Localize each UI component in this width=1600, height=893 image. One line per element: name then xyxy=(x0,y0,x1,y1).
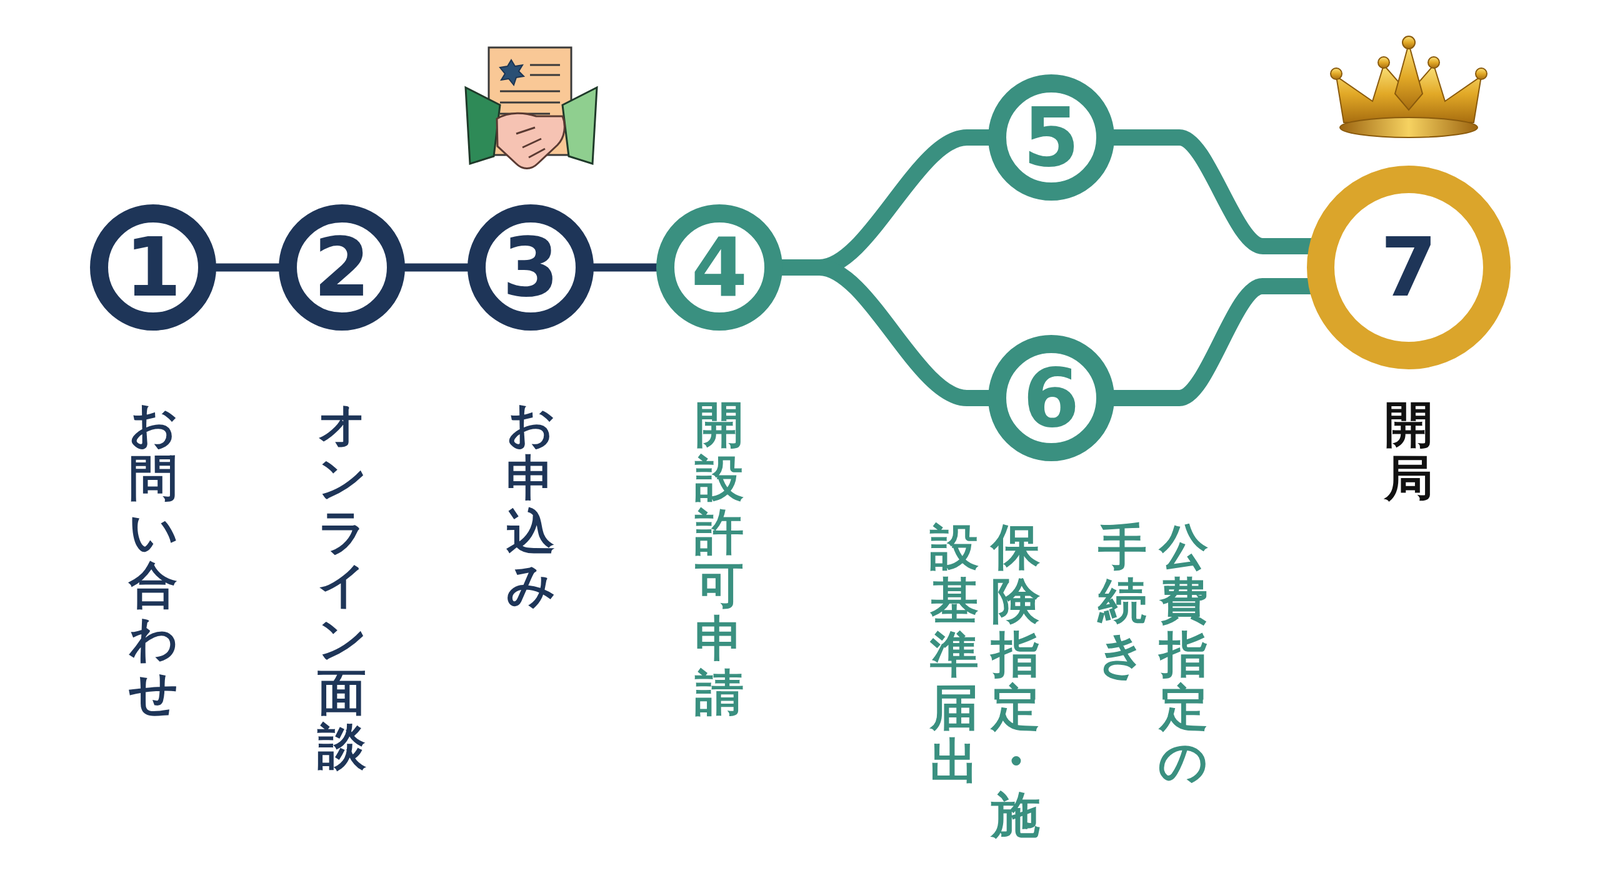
step-label: 開設許可申請 xyxy=(695,398,744,720)
step-circle: 6公費指定の手続き xyxy=(988,335,1115,462)
circle-outline xyxy=(476,213,585,322)
crown-icon xyxy=(1330,36,1487,138)
step-label: お問い合わせ xyxy=(128,398,178,720)
step-number: 2 xyxy=(313,226,370,309)
step-number: 4 xyxy=(691,226,748,309)
step-circle: 7開局 xyxy=(1306,165,1511,370)
circle-outline xyxy=(997,344,1106,453)
step-number: 1 xyxy=(125,226,182,309)
connector-line xyxy=(778,267,992,399)
step-label: 開局 xyxy=(1384,398,1434,506)
circle-outline xyxy=(288,213,397,322)
step-label: オンライン面談 xyxy=(317,398,367,774)
circle-outline xyxy=(997,83,1106,192)
step-number: 6 xyxy=(1023,357,1080,439)
step-label: 公費指定の手続き xyxy=(1098,520,1209,790)
step-circle: 1お問い合わせ xyxy=(90,204,217,331)
contract-icon xyxy=(465,47,597,169)
step-number: 5 xyxy=(1023,96,1080,179)
connector-line xyxy=(590,263,660,272)
connector-line xyxy=(1110,137,1314,247)
step-number: 7 xyxy=(1380,226,1437,309)
circle-outline xyxy=(665,213,774,322)
step-circle: 3お申込み xyxy=(467,204,594,331)
circle-outline xyxy=(1320,179,1497,356)
step-circle: 2オンライン面談 xyxy=(278,204,405,331)
step-label: お申込み xyxy=(506,398,555,613)
connector-line xyxy=(401,263,472,272)
step-label: 保険指定・施設基準届出 xyxy=(930,520,1040,844)
step-circle: 5保険指定・施設基準届出 xyxy=(988,74,1115,201)
connector-line xyxy=(212,263,283,272)
circle-outline xyxy=(99,213,208,322)
connector-line xyxy=(1110,286,1313,399)
connector-line xyxy=(778,137,992,268)
step-circle: 4開設許可申請 xyxy=(656,204,783,331)
step-number: 3 xyxy=(502,226,559,309)
